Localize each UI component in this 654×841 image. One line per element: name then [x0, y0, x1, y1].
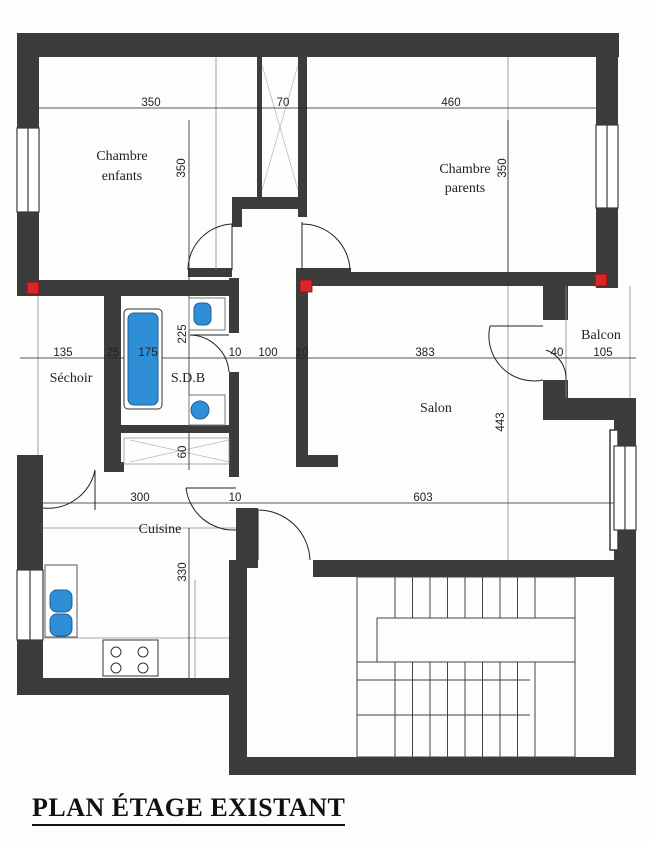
dim-salon-width: 383: [415, 347, 434, 359]
plan-title: PLAN ÉTAGE EXISTANT: [32, 793, 346, 826]
sink: [188, 394, 226, 426]
room-label-chambre-parents-1: Chambre: [439, 162, 490, 177]
dim-cuisine-height: 330: [177, 562, 189, 581]
stair-treads: [394, 577, 536, 757]
dim-chambre-parents-width: 460: [441, 97, 460, 109]
dim-balcon-width: 105: [593, 347, 612, 359]
dimension-lines: [20, 107, 636, 678]
dim-salon-height: 443: [495, 412, 507, 431]
dim-closet-width: 70: [277, 97, 290, 109]
room-label-chambre-parents-2: parents: [445, 181, 485, 196]
dim-row-width-603: 603: [413, 492, 432, 504]
room-label-salon: Salon: [420, 401, 452, 416]
dim-wall-10-b: 10: [296, 347, 309, 359]
doors: [42, 222, 567, 561]
walls: [17, 33, 636, 775]
interior-lines: [37, 57, 631, 678]
dim-wall-40: 40: [551, 347, 564, 359]
dim-sechoir-width: 135: [53, 347, 72, 359]
dim-wall-25: 25: [107, 347, 120, 359]
dim-chambre-enfants-width: 350: [141, 97, 160, 109]
room-label-chambre-enfants-2: enfants: [102, 169, 142, 184]
dim-sdb-height: 225: [177, 324, 189, 343]
dim-wall-10-c: 10: [229, 492, 242, 504]
dim-chambre-parents-height: 350: [497, 158, 509, 177]
windows: [16, 124, 637, 641]
room-label-cuisine: Cuisine: [139, 522, 182, 537]
room-label-sdb: S.D.B: [171, 371, 205, 386]
dim-shower-height: 60: [177, 446, 189, 459]
dim-wall-10-a: 10: [229, 347, 242, 359]
room-label-chambre-enfants-1: Chambre: [96, 149, 147, 164]
dim-hall-width: 100: [258, 347, 277, 359]
room-label-balcon: Balcon: [581, 328, 621, 343]
dim-cuisine-width: 300: [130, 492, 149, 504]
columns: [26, 273, 608, 295]
room-label-sechoir: Séchoir: [50, 371, 93, 386]
dim-chambre-enfants-height: 350: [176, 158, 188, 177]
dim-sdb-width: 175: [138, 347, 157, 359]
stove: [102, 639, 159, 677]
bathtub: [123, 308, 163, 410]
kitchen-sink: [44, 564, 78, 638]
staircase: [356, 576, 576, 758]
toilet: [188, 297, 226, 331]
